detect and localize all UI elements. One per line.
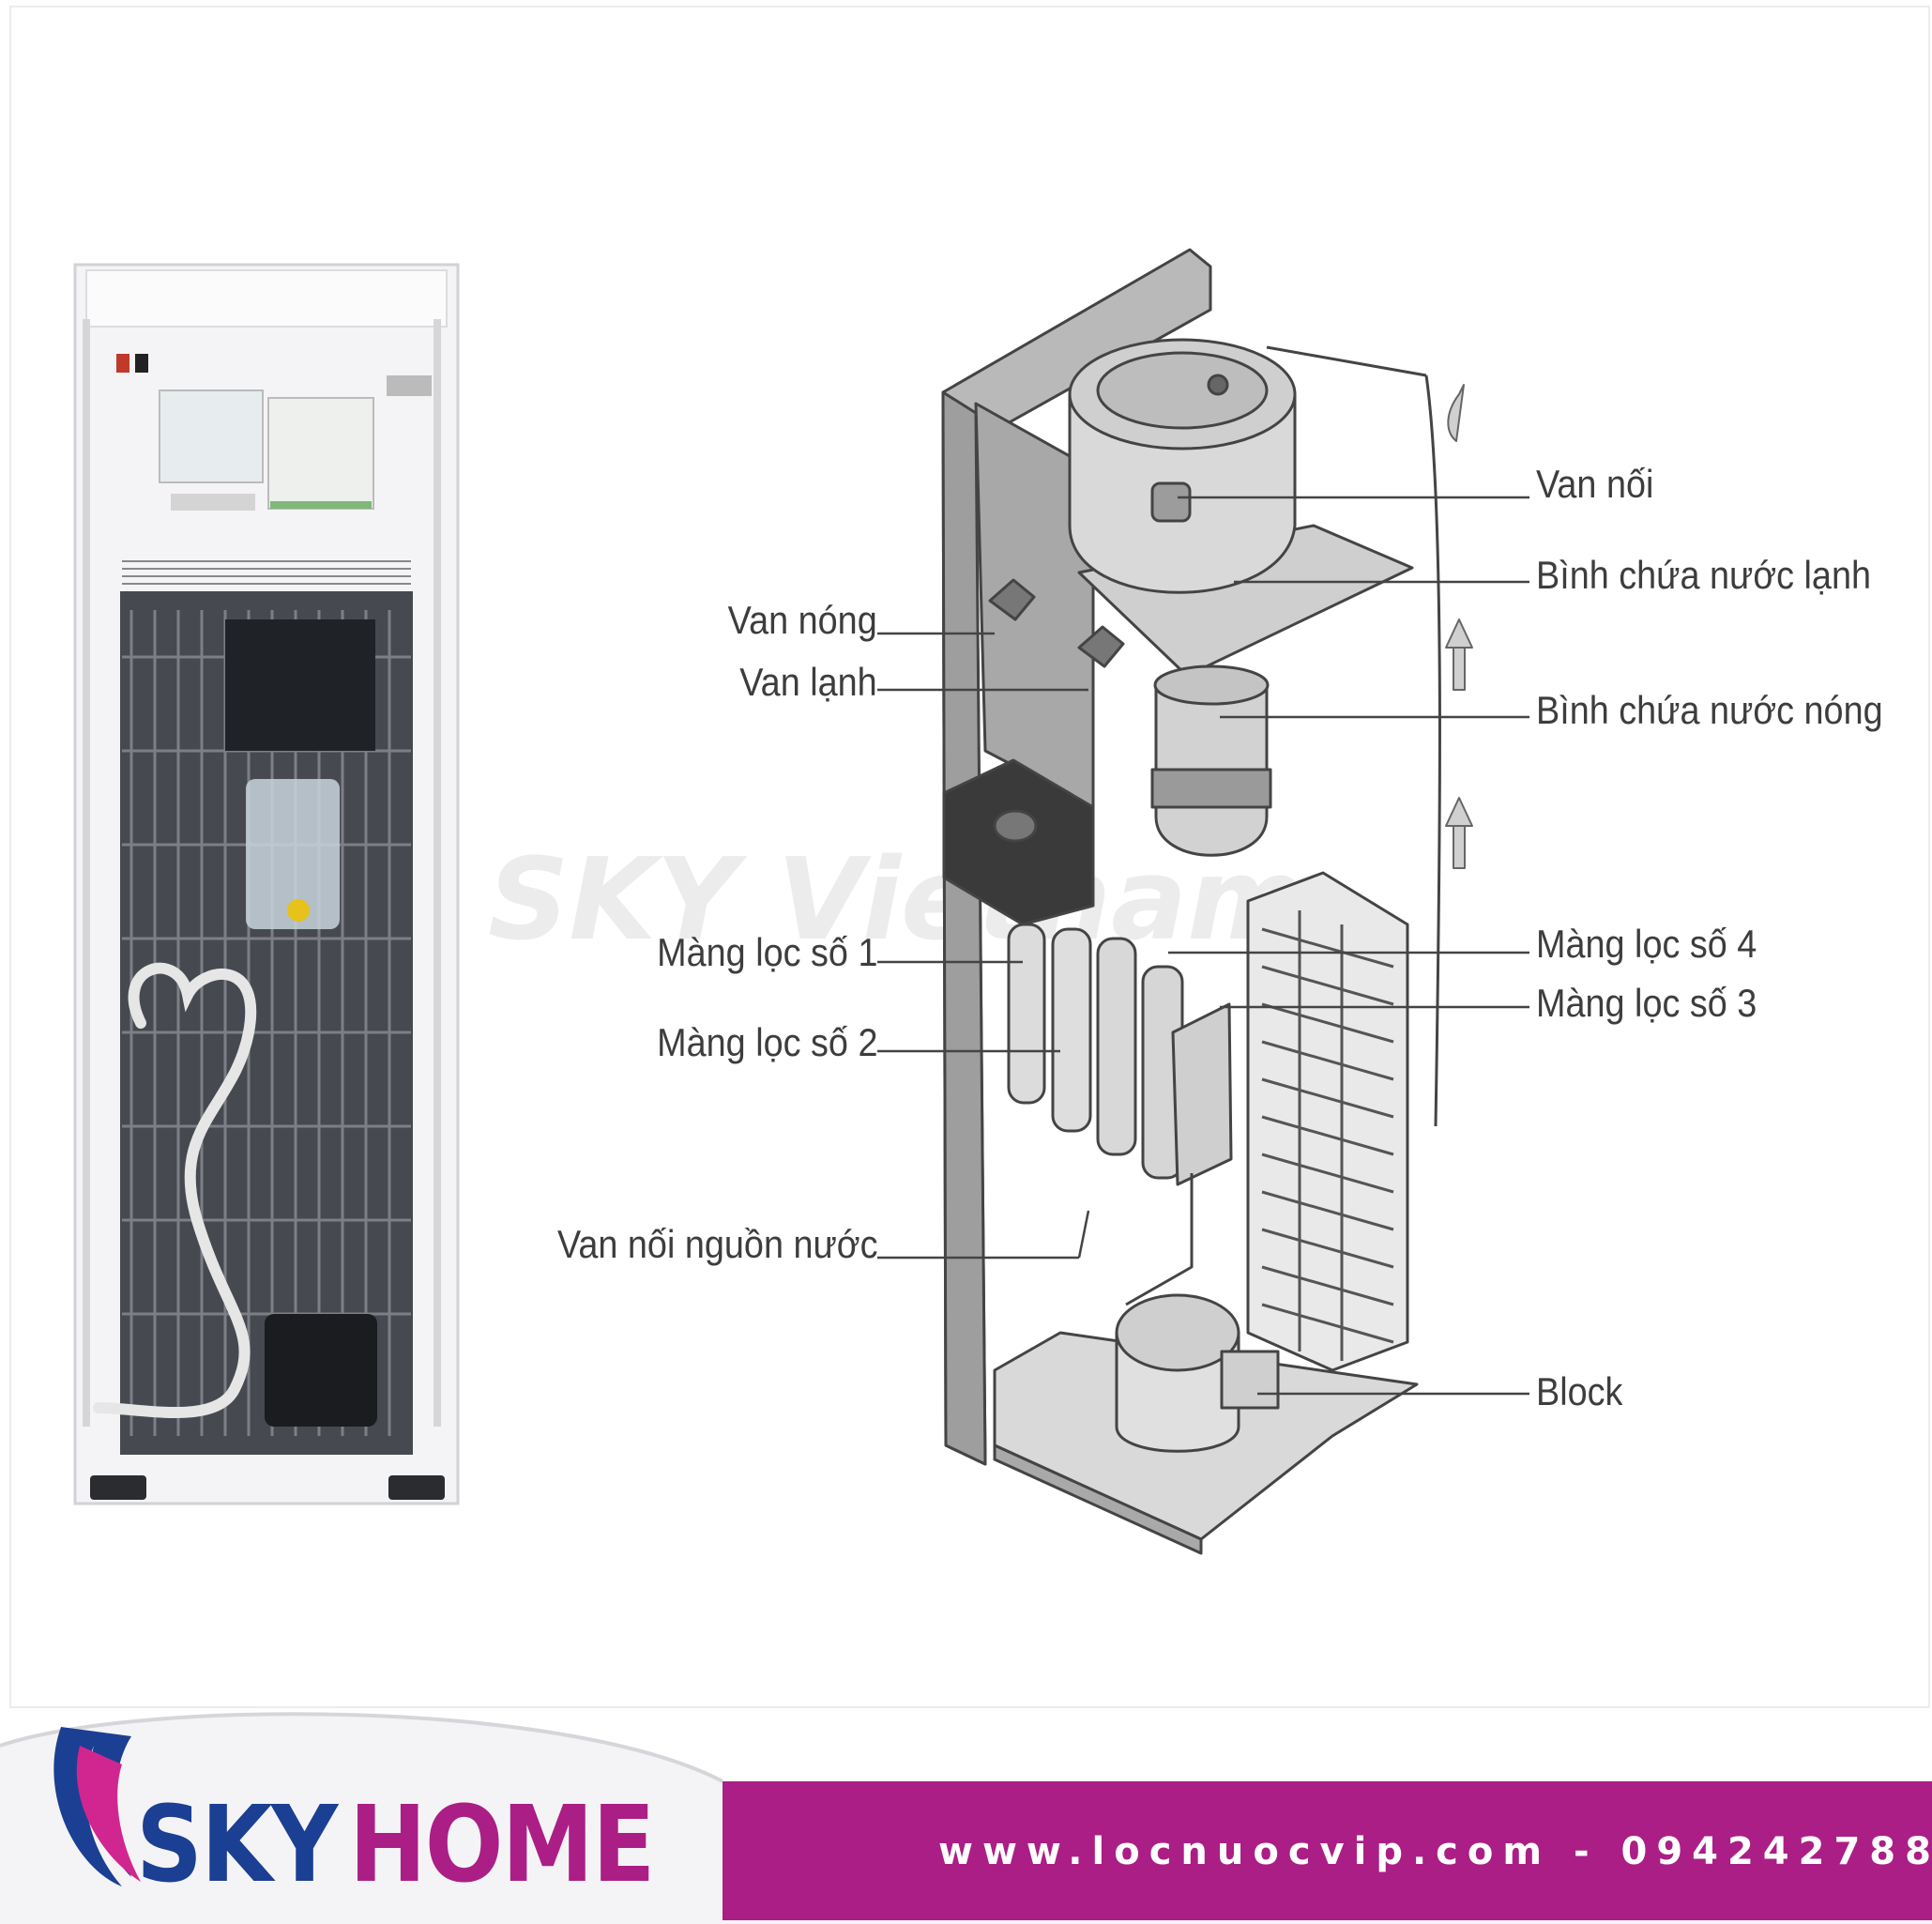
dispenser-rear-photo [75,265,458,1504]
label-van-nong: Van nóng [728,601,877,640]
watermark-icon: SKY Vietnam [488,835,1304,966]
label-van-lanh: Van lạnh [740,663,877,702]
label-binh-chua-nuoc-nong: Bình chứa nước nóng [1536,691,1883,730]
label-mang-loc-so-3: Màng lọc số 3 [1536,984,1757,1023]
label-mang-loc-so-4: Màng lọc số 4 [1536,924,1757,964]
contact-line: www.locnuocvip.com - 0942427880 [938,1830,1932,1873]
brand-home: HOME [349,1793,654,1898]
label-mang-loc-so-1: Màng lọc số 1 [657,933,877,972]
label-van-noi: Van nối [1536,465,1653,504]
brand-sky: SKY [136,1793,336,1898]
label-block: Block [1536,1372,1622,1412]
label-binh-chua-nuoc-lanh: Bình chứa nước lạnh [1536,556,1871,595]
label-mang-loc-so-2: Màng lọc số 2 [657,1023,877,1062]
label-van-noi-nguon-nuoc: Van nối nguồn nước [556,1225,877,1264]
